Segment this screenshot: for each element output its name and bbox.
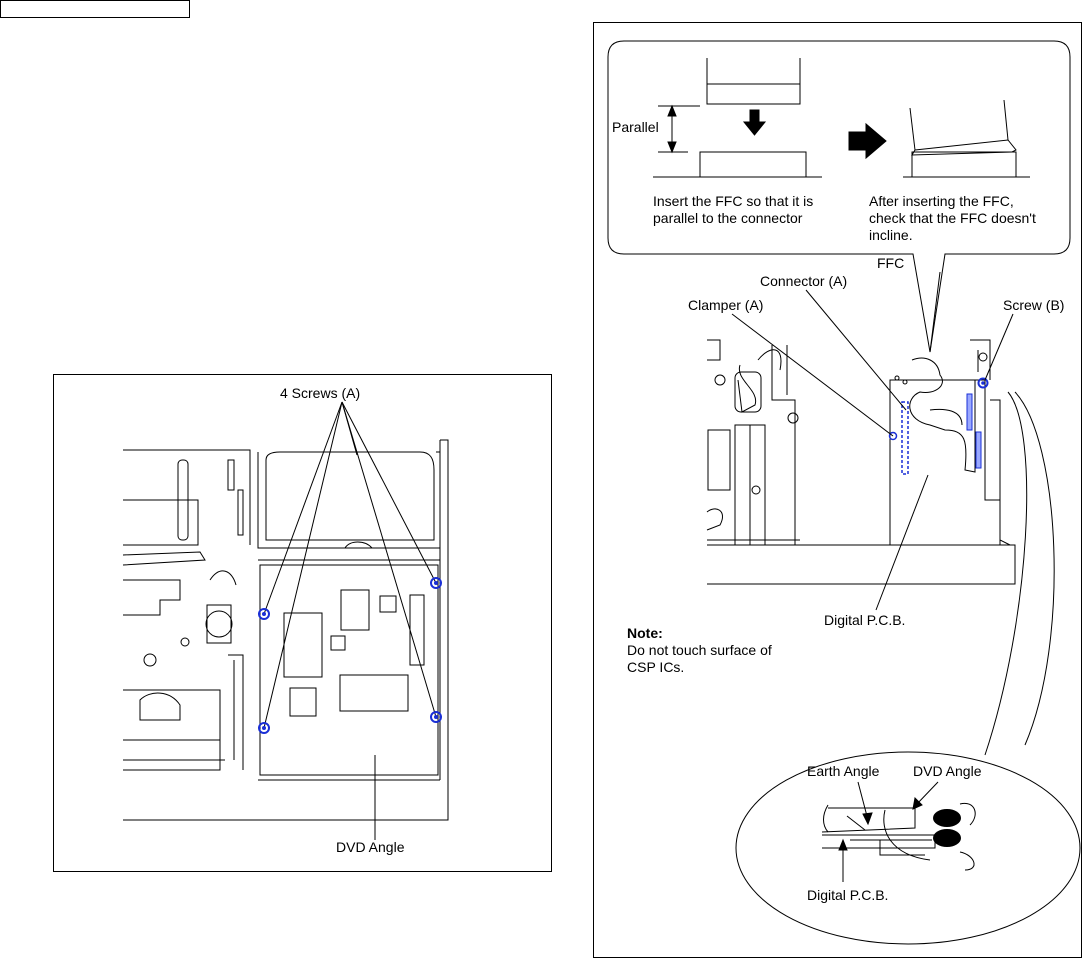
- screw-a-3: [430, 577, 442, 589]
- screw-b-label: Screw (B): [1003, 297, 1065, 313]
- check-instruction-line-2: check that the FFC doesn't: [869, 210, 1036, 226]
- screw-b-marker: [977, 377, 989, 389]
- dvd-angle-label: DVD Angle: [336, 839, 405, 855]
- left-mechanism-drawing: [122, 439, 449, 821]
- earth-angle-label: Earth Angle: [807, 763, 880, 779]
- digital-pcb-label: Digital P.C.B.: [824, 612, 906, 628]
- insert-instruction-line-1: Insert the FFC so that it is: [653, 193, 814, 209]
- ffc-insertion-diagram: [653, 58, 1030, 178]
- parallel-label: Parallel: [612, 119, 659, 135]
- clamper-a-marker: [888, 431, 898, 441]
- check-instruction-line-1: After inserting the FFC,: [869, 193, 1014, 209]
- clamper-a-label: Clamper (A): [688, 297, 764, 313]
- detail-fasteners: [933, 809, 961, 847]
- detail-leader-lines: [838, 781, 939, 882]
- screw-a-4: [430, 711, 442, 723]
- screw-a-2: [258, 722, 270, 734]
- screws-a-label: 4 Screws (A): [280, 385, 361, 401]
- right-leader-lines: [731, 271, 1055, 756]
- note-title: Note:: [627, 625, 663, 641]
- detail-dvd-angle-label: DVD Angle: [913, 763, 982, 779]
- connector-a-label: Connector (A): [760, 273, 848, 289]
- insert-instruction: Insert the FFC so that it is parallel to…: [653, 193, 813, 227]
- right-highlights: [888, 377, 989, 475]
- left-figure-frame: [53, 374, 552, 872]
- right-figure-frame: [593, 22, 1082, 958]
- insert-instruction-line-2: parallel to the connector: [653, 210, 803, 226]
- screw-a-1: [258, 608, 270, 620]
- note-line-1: Do not touch surface of: [627, 642, 772, 658]
- connector-a-highlight: [901, 401, 909, 475]
- check-instruction-line-3: incline.: [869, 227, 913, 243]
- right-mechanism-drawing: [706, 339, 1016, 585]
- note-line-2: CSP ICs.: [627, 659, 685, 675]
- screw-markers: [258, 577, 442, 734]
- ffc-callout-bubble: [607, 40, 1071, 353]
- ffc-label: FFC: [877, 255, 905, 271]
- header-box: [0, 0, 190, 18]
- check-instruction: After inserting the FFC, check that the …: [869, 193, 1036, 244]
- screws-leader-lines: [263, 401, 437, 840]
- detail-digital-pcb-label: Digital P.C.B.: [807, 887, 889, 903]
- note-block: Note: Do not touch surface of CSP ICs.: [627, 625, 772, 676]
